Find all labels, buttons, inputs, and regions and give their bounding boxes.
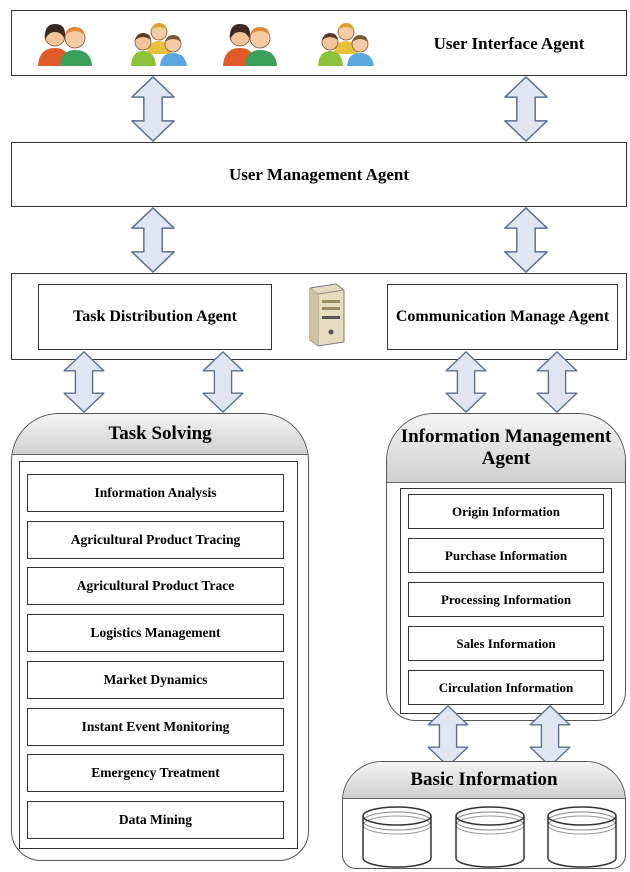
task-distribution-agent-box xyxy=(38,284,272,350)
task-item: Information Analysis xyxy=(27,474,284,512)
task-item: Instant Event Monitoring xyxy=(27,707,284,746)
task-item: Logistics Management xyxy=(27,614,284,653)
task-item: Emergency Treatment xyxy=(27,754,284,793)
task-solving-title: Task Solving xyxy=(12,414,308,455)
users-group-icon xyxy=(316,20,376,66)
users-group-icon xyxy=(129,20,189,66)
task-distribution-agent-label: Task Distribution Agent xyxy=(73,308,237,325)
double-arrow-icon xyxy=(441,351,491,413)
task-item: Agricultural Product Trace xyxy=(27,567,284,606)
information-item: Origin Information xyxy=(408,494,604,529)
double-arrow-icon xyxy=(525,705,575,767)
double-arrow-icon xyxy=(501,76,551,142)
database-icon xyxy=(546,806,618,868)
double-arrow-icon xyxy=(198,351,248,413)
information-item: Circulation Information xyxy=(408,670,604,705)
information-item: Processing Information xyxy=(408,582,604,617)
basic-information-title: Basic Information xyxy=(343,762,625,799)
users-pair-icon xyxy=(36,20,96,66)
double-arrow-icon xyxy=(501,207,551,273)
communication-manage-agent-label: Communication Manage Agent xyxy=(395,308,610,325)
user-management-agent-box xyxy=(11,142,627,207)
database-icon xyxy=(361,806,433,868)
task-item: Data Mining xyxy=(27,800,284,839)
double-arrow-icon xyxy=(423,705,473,767)
task-item: Agricultural Product Tracing xyxy=(27,520,284,559)
users-pair-icon xyxy=(221,20,281,66)
double-arrow-icon xyxy=(128,76,178,142)
user-management-agent-label: User Management Agent xyxy=(228,164,410,184)
task-item: Market Dynamics xyxy=(27,660,284,699)
double-arrow-icon xyxy=(532,351,582,413)
information-item: Sales Information xyxy=(408,626,604,661)
double-arrow-icon xyxy=(59,351,109,413)
information-management-agent-title: Information Management Agent xyxy=(387,414,625,483)
double-arrow-icon xyxy=(128,207,178,273)
user-interface-agent-label: User Interface Agent xyxy=(433,34,585,54)
database-icon xyxy=(454,806,526,868)
communication-manage-agent-box xyxy=(387,284,618,350)
server-icon xyxy=(309,283,345,347)
information-item: Purchase Information xyxy=(408,538,604,573)
